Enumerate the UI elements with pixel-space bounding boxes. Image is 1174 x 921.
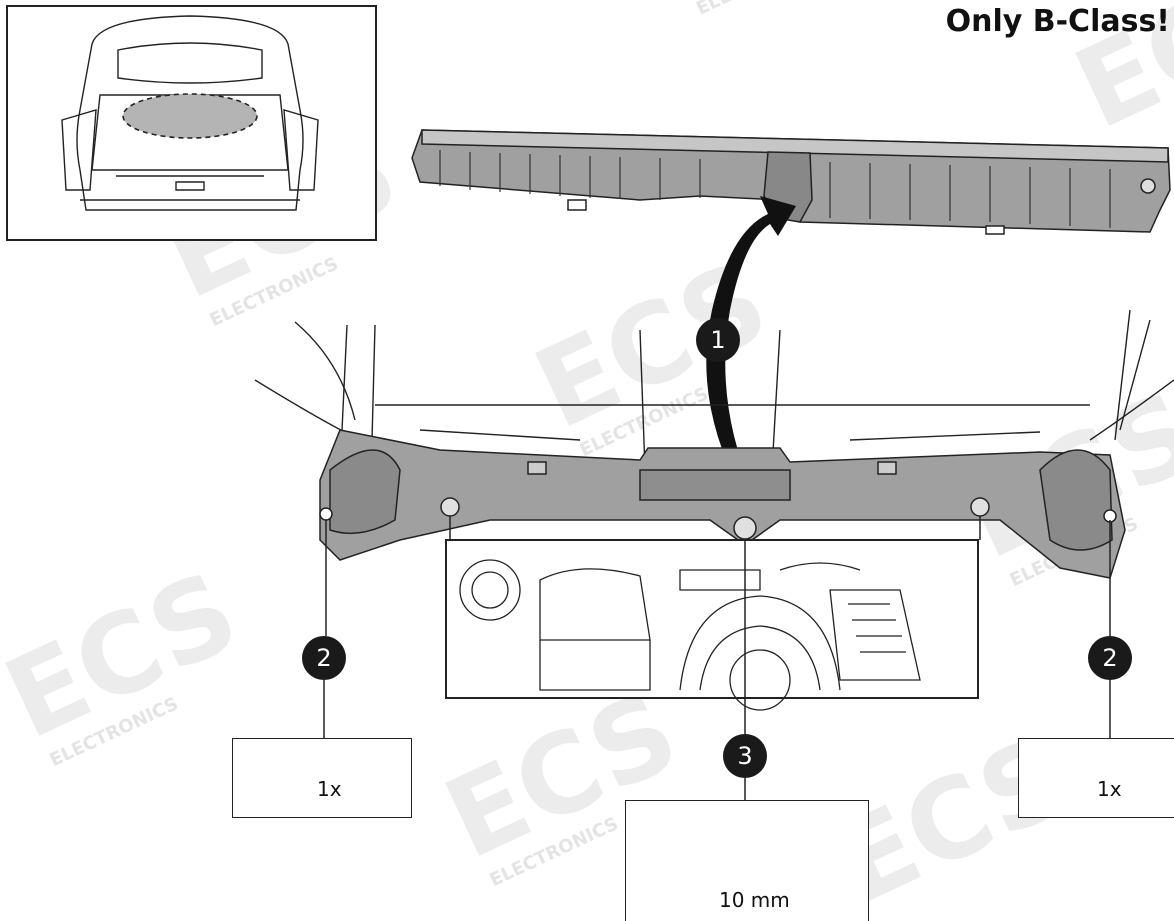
trunk-compartment-detail — [445, 539, 979, 711]
step-callout-2-left: 2 — [302, 636, 346, 680]
step-callout-2-right: 2 — [1088, 636, 1132, 680]
tool-box-left: 1x — [232, 738, 412, 818]
tool-box-right: 1x — [1018, 738, 1174, 818]
removal-arrow — [706, 196, 796, 494]
tool-quantity-left: 1x — [317, 777, 342, 801]
step-callout-3: 3 — [723, 734, 767, 778]
vehicle-restriction-heading: Only B-Class! — [945, 4, 1170, 39]
trunk-overview-inset — [6, 5, 377, 241]
leader-lines — [323, 516, 1111, 800]
installed-sill-panel — [319, 429, 1126, 579]
car-interior-outline — [254, 309, 1174, 471]
tool-box-center: 10 mm — [625, 800, 869, 921]
svg-text:ELECTRONICS: ELECTRONICS — [693, 0, 828, 20]
step-callout-1: 1 — [696, 318, 740, 362]
socket-size-label: 10 mm — [719, 888, 790, 912]
trunk-sill-trim-panel — [411, 129, 1171, 235]
tool-quantity-right: 1x — [1097, 777, 1122, 801]
